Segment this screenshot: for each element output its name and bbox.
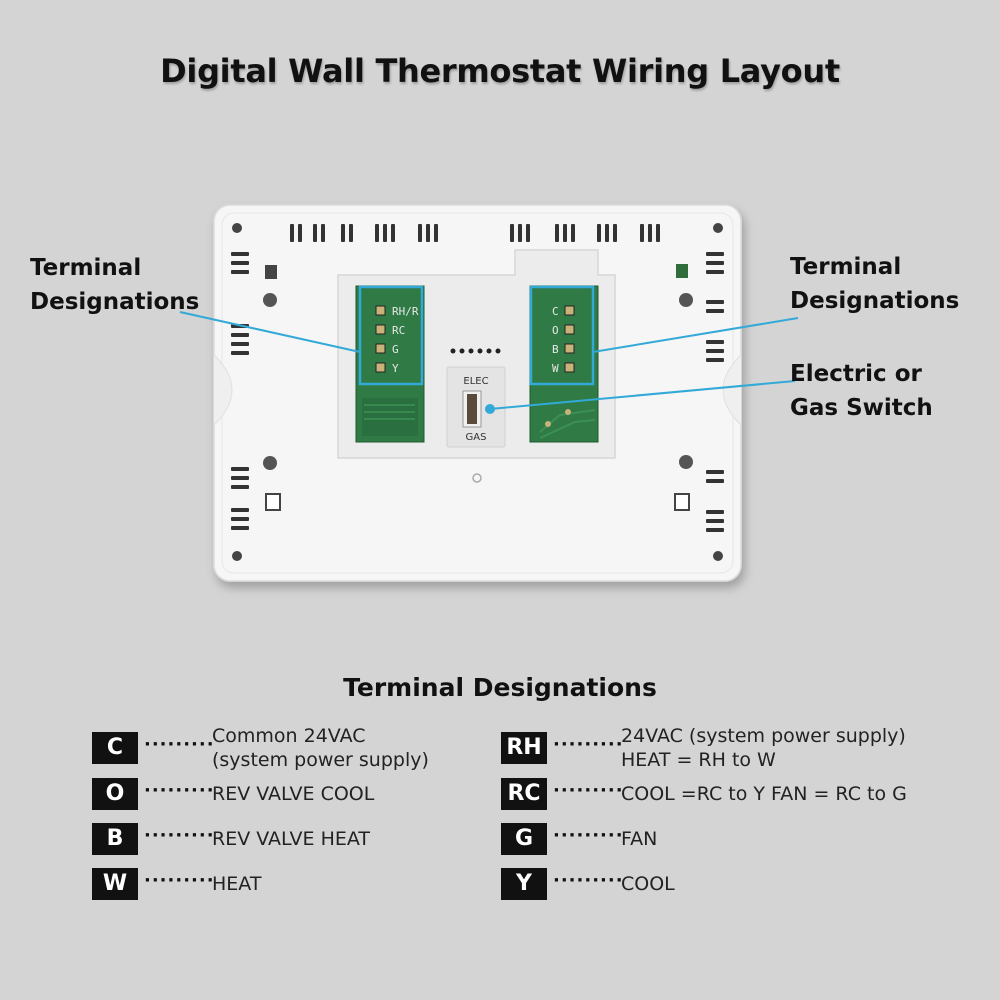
terminal-label-g: G (392, 343, 399, 356)
legend-code: G (501, 823, 547, 855)
legend-code: B (92, 823, 138, 855)
page-title: Digital Wall Thermostat Wiring Layout (160, 52, 840, 90)
legend-desc: COOL (621, 873, 675, 895)
mounting-holes (263, 264, 693, 511)
legend-code: RC (501, 778, 547, 810)
terminal-label-o: O (552, 324, 559, 337)
legend-dots: ········· (144, 825, 215, 846)
switch-callout-dot (485, 404, 495, 414)
switch-callout-line (489, 380, 796, 410)
right-terminal-pcb: C O B W (529, 285, 599, 443)
terminal-label-b: B (552, 343, 559, 356)
legend-code: Y (501, 868, 547, 900)
legend-row-o: O ········· REV VALVE COOL (92, 778, 472, 812)
legend-desc: REV VALVE COOL (212, 783, 375, 805)
switch-elec-label: ELEC (463, 376, 488, 387)
legend-desc: FAN (621, 828, 658, 850)
left-callout-line (179, 311, 361, 353)
legend-dots: ········· (553, 870, 624, 891)
legend-code: O (92, 778, 138, 810)
legend-desc: REV VALVE HEAT (212, 828, 370, 850)
terminal-label-w: W (552, 362, 559, 375)
callout-switch: Electric or Gas Switch (790, 361, 933, 421)
led-dots (450, 348, 501, 354)
legend-row-y: Y ········· COOL (501, 868, 941, 902)
legend-code: C (92, 732, 138, 764)
corner-holes (232, 223, 723, 561)
right-callout-line (592, 317, 799, 353)
terminal-label-rh: RH/R (392, 305, 419, 318)
legend-code: W (92, 868, 138, 900)
callout-lines (179, 311, 799, 410)
legend-desc: Common 24VAC (system power supply) (212, 725, 429, 771)
elec-gas-switch: ELEC GAS (446, 366, 506, 448)
legend-dots: ········· (144, 780, 215, 801)
legend-code: RH (501, 732, 547, 764)
legend-dots: ········· (144, 870, 215, 891)
legend-row-rh: RH ········· 24VAC (system power supply)… (501, 725, 941, 771)
right-terminal-highlight (529, 285, 595, 386)
legend-row-b: B ········· REV VALVE HEAT (92, 823, 472, 857)
terminal-label-rc: RC (392, 324, 405, 337)
left-terminal-pcb: RH/R RC G Y (355, 285, 425, 443)
left-terminal-highlight (358, 285, 424, 386)
legend-row-c: C ········· Common 24VAC (system power s… (92, 725, 472, 771)
callout-left-terminal: Terminal Designations (30, 255, 200, 315)
legend-dots: ········· (553, 780, 624, 801)
legend-desc: COOL =RC to Y FAN = RC to G (621, 783, 907, 805)
legend-row-w: W ········· HEAT (92, 868, 472, 902)
terminal-label-c: C (552, 305, 559, 318)
legend-desc: 24VAC (system power supply) HEAT = RH to… (621, 725, 906, 771)
legend-dots: ········· (553, 734, 624, 755)
switch-gas-label: GAS (466, 432, 487, 443)
side-vents (231, 252, 724, 532)
legend-dots: ········· (144, 734, 215, 755)
legend-title: Terminal Designations (343, 673, 657, 702)
callout-right-terminal: Terminal Designations (790, 254, 960, 314)
legend-dots: ········· (553, 825, 624, 846)
legend-row-g: G ········· FAN (501, 823, 941, 857)
legend-desc: HEAT (212, 873, 262, 895)
terminal-label-y: Y (392, 362, 399, 375)
top-vents (290, 224, 660, 242)
legend-row-rc: RC ········· COOL =RC to Y FAN = RC to G (501, 778, 941, 812)
